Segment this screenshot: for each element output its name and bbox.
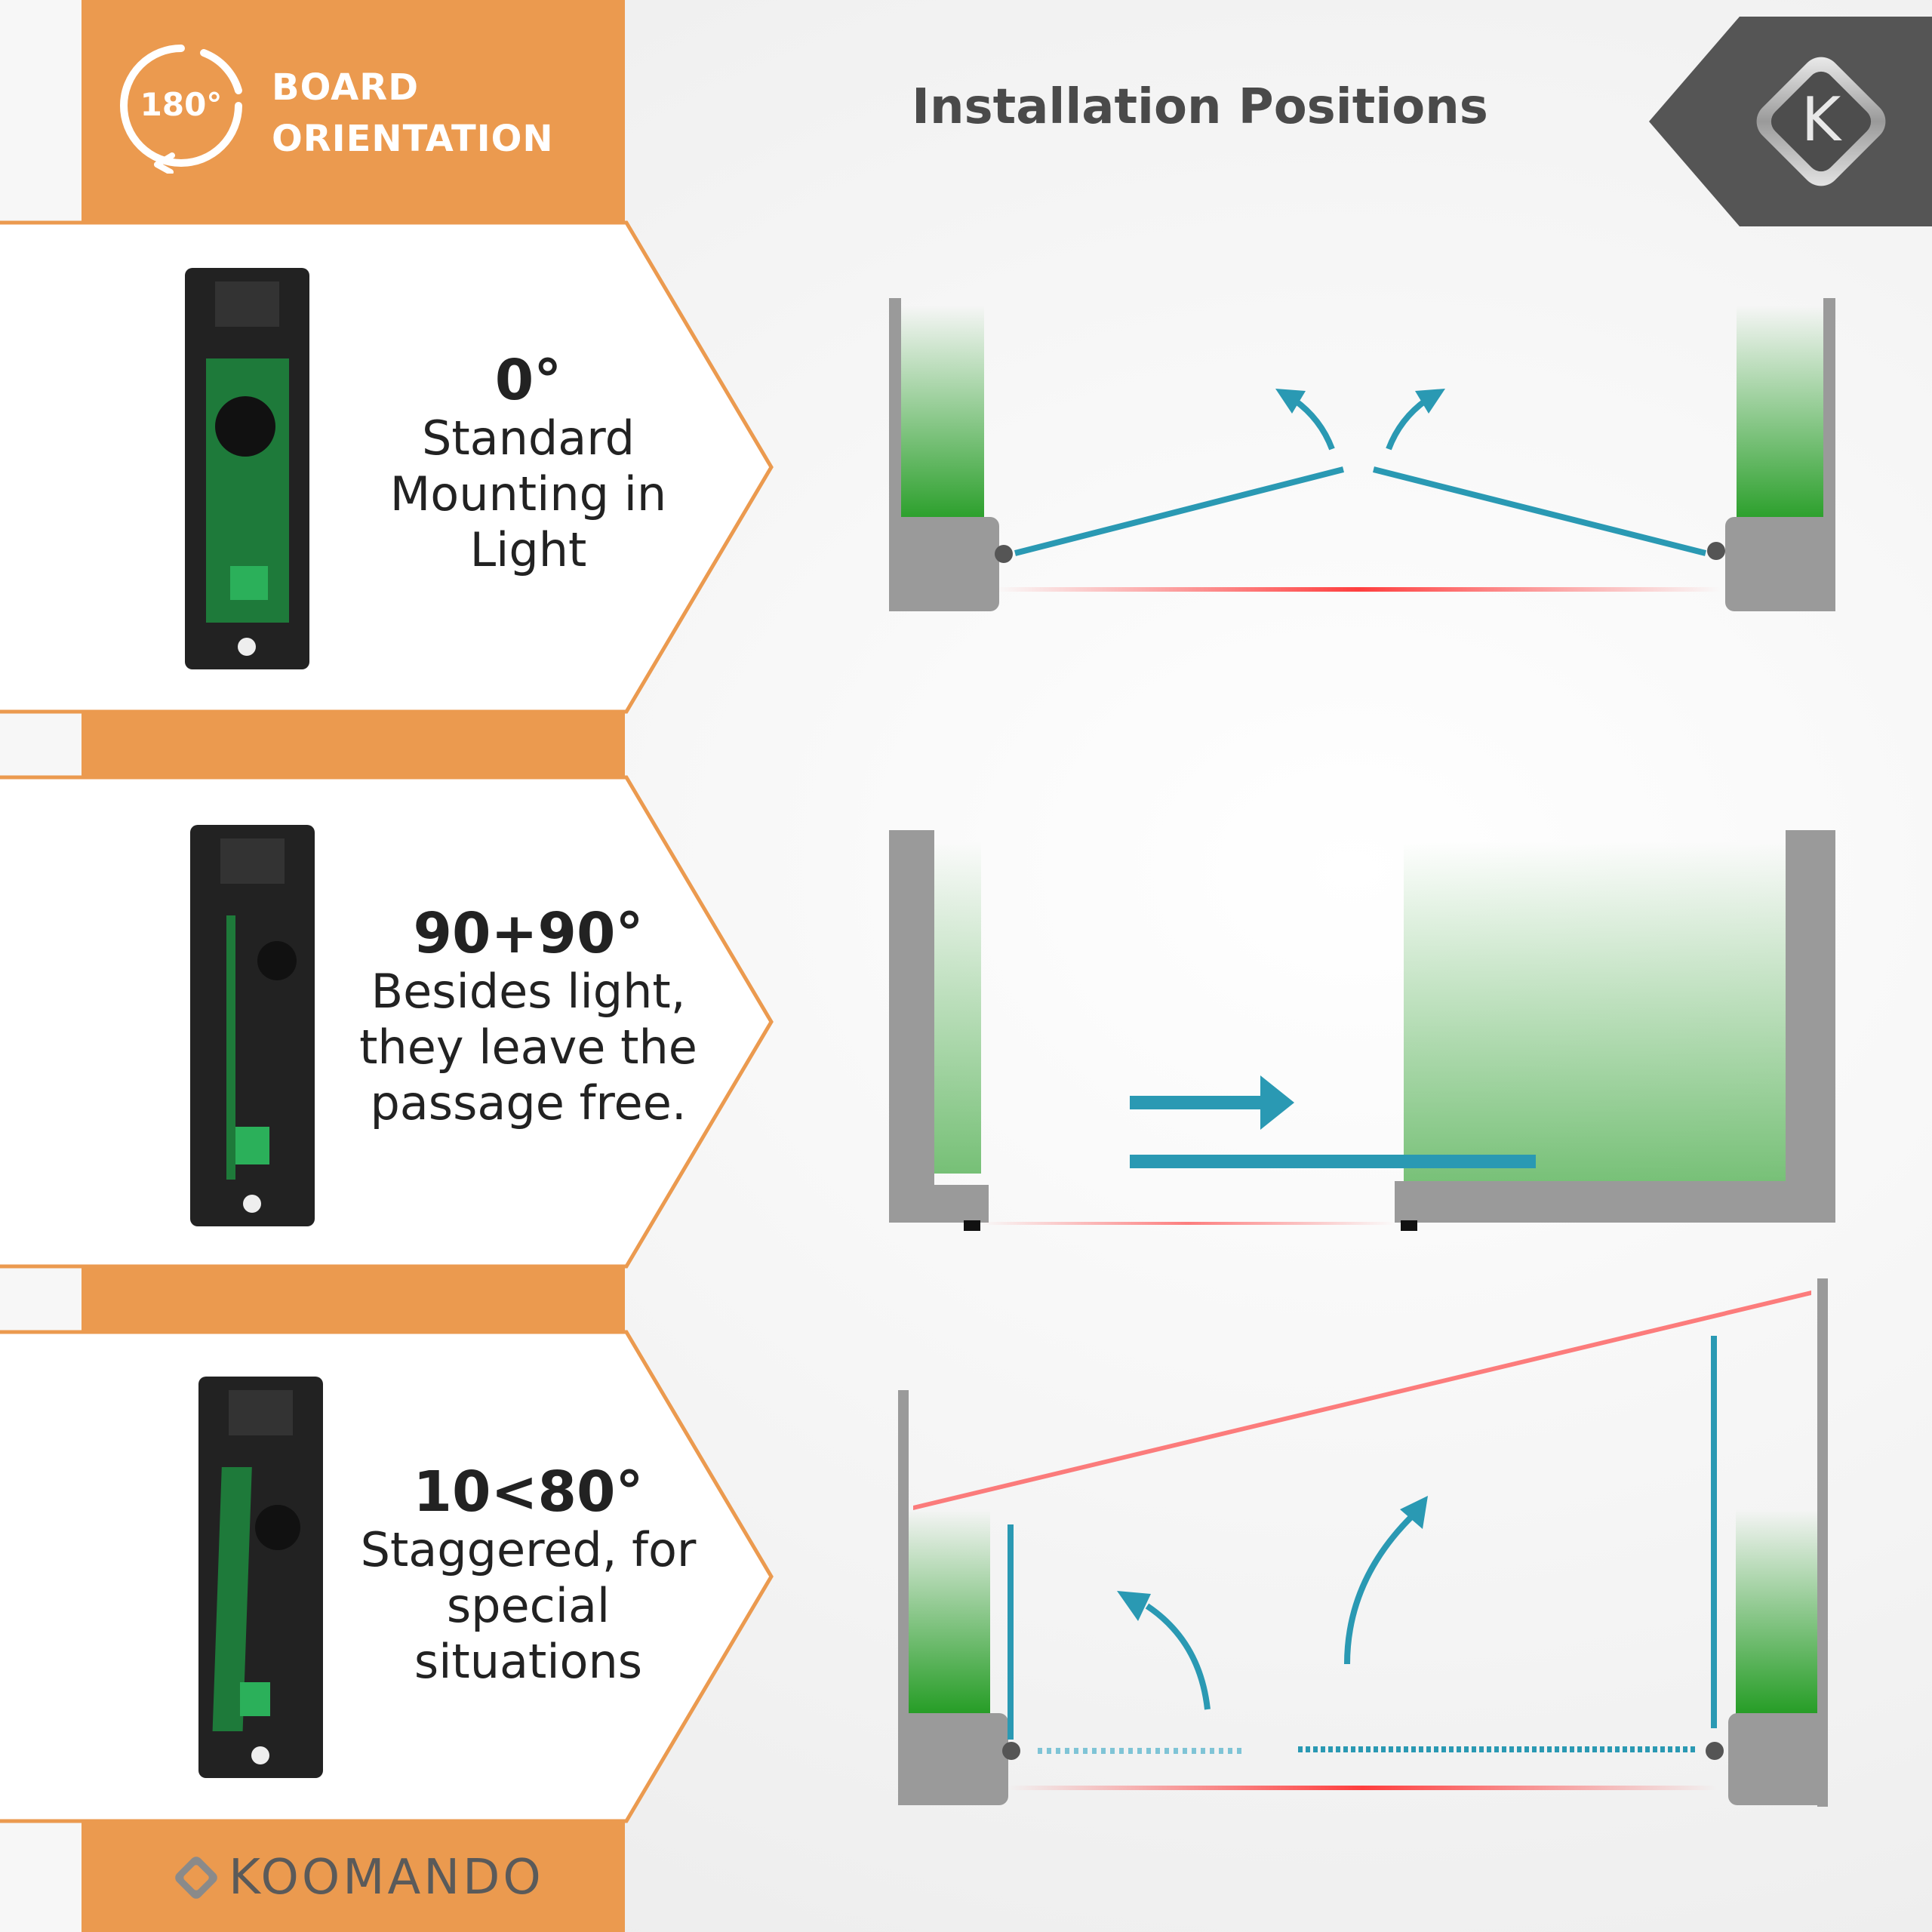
title-line2: ORIENTATION <box>272 118 554 160</box>
title-line1: BOARD <box>272 66 420 109</box>
board-orientation-title: BOARD ORIENTATION <box>272 62 554 165</box>
logo-letter: K <box>1801 85 1843 155</box>
panel-0deg: 0° Standard Mounting in Light <box>0 220 777 714</box>
degree-label: 0° <box>494 348 562 413</box>
description-line: they leave the <box>359 1020 697 1075</box>
diagram-90-90deg <box>889 830 1835 1231</box>
description-line: Besides light, <box>371 964 686 1019</box>
badge-text: 180° <box>140 86 223 123</box>
diagram-10-80deg <box>898 1278 1828 1807</box>
description-line: Mounting in <box>389 466 667 521</box>
diamond-icon <box>175 1857 217 1899</box>
diagram-0deg <box>889 298 1835 611</box>
description-line: special <box>446 1578 611 1633</box>
brand-name: KOOMANDO <box>229 1850 544 1906</box>
panel-text: 90+90° Besides light, they leave the pas… <box>332 903 724 1131</box>
description-line: passage free. <box>370 1075 687 1131</box>
page-title: Installation Positions <box>912 79 1488 135</box>
panel-90-90deg: 90+90° Besides light, they leave the pas… <box>0 775 777 1269</box>
description-line: Standard <box>421 411 635 466</box>
description-line: situations <box>414 1634 643 1689</box>
sensor-board-10-80deg <box>198 1377 323 1778</box>
panel-text: 10<80° Staggered, for special situations <box>332 1462 724 1690</box>
description-line: Light <box>469 522 587 577</box>
panel-text: 0° Standard Mounting in Light <box>332 350 724 578</box>
sensor-board-90deg <box>190 825 315 1226</box>
panel-10-80deg: 10<80° Staggered, for special situations <box>0 1330 777 1823</box>
description-line: Staggered, for <box>360 1522 697 1577</box>
degree-label: 90+90° <box>413 901 644 966</box>
brand-footer: KOOMANDO <box>170 1847 544 1908</box>
panel-shape <box>0 1330 774 1823</box>
degree-label: 10<80° <box>413 1460 644 1524</box>
sensor-board-0deg <box>185 268 309 669</box>
rotate-180-icon: 180° <box>120 45 242 174</box>
k-diamond-logo: K <box>1649 17 1932 226</box>
